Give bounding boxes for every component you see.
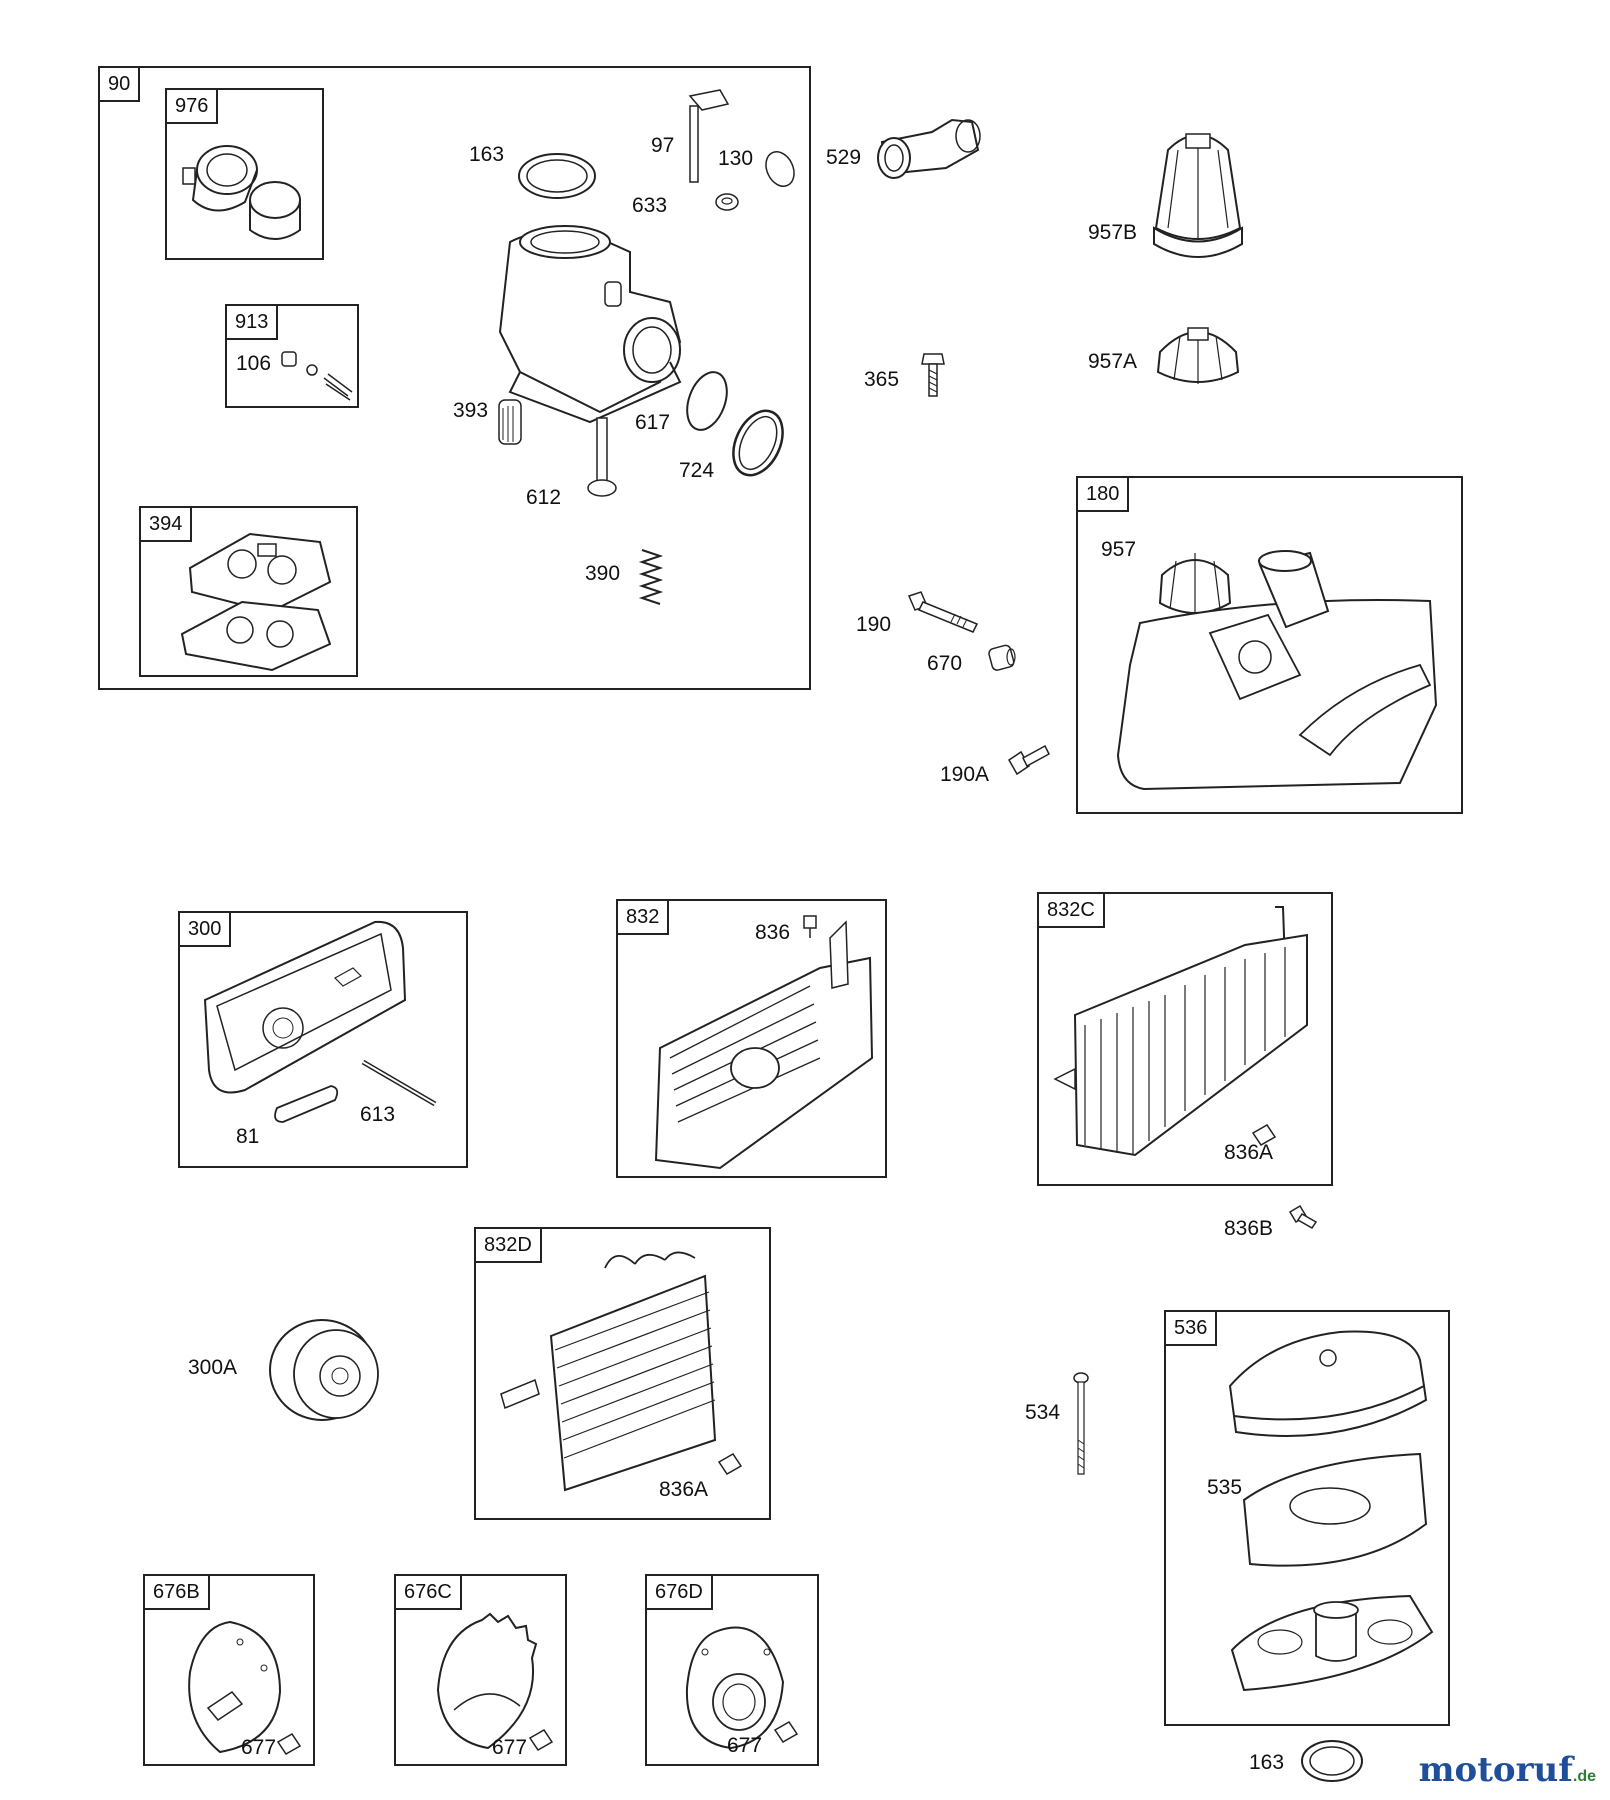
o-ring-drawing[interactable] (515, 148, 600, 203)
muffler-300-drawing[interactable] (195, 920, 465, 1145)
fuel-cap-957B-drawing[interactable] (1148, 120, 1248, 270)
part-label-670: 670 (927, 652, 963, 675)
assembly-box-676B[interactable]: 676B (143, 1574, 315, 1766)
assembly-box-676D[interactable]: 676D (645, 1574, 819, 1766)
carburetor-body-drawing[interactable] (480, 222, 700, 422)
screw-534-drawing[interactable] (1066, 1370, 1096, 1478)
muffler-300A-drawing[interactable] (258, 1310, 388, 1430)
part-label-390: 390 (585, 562, 621, 585)
motoruf-watermark: motoruf.de (1419, 1750, 1596, 1790)
part-label-612: 612 (526, 486, 562, 509)
needle-valve-drawing[interactable] (280, 348, 355, 406)
part-label-613: 613 (360, 1103, 396, 1126)
assembly-box-832[interactable]: 832 (616, 899, 887, 1178)
part-label-365: 365 (864, 368, 900, 391)
muffler-guard-832-drawing[interactable] (620, 908, 885, 1173)
part-label-957B: 957B (1088, 221, 1138, 244)
fuel-cap-957A-drawing[interactable] (1150, 312, 1245, 392)
assembly-label-676C: 676C (396, 1576, 462, 1610)
part-label-836B: 836B (1224, 1217, 1274, 1240)
deflector-676C-drawing[interactable] (428, 1610, 558, 1760)
assembly-label-300: 300 (180, 913, 232, 947)
assembly-label-676B: 676B (145, 1576, 210, 1610)
fuel-tank-drawing[interactable] (1100, 505, 1455, 805)
part-label-393: 393 (453, 399, 489, 422)
screw-365-drawing[interactable] (918, 350, 948, 400)
part-label-163: 163 (469, 143, 505, 166)
assembly-label-394: 394 (141, 508, 193, 542)
assembly-box-676C[interactable]: 676C (394, 1574, 567, 1766)
assembly-label-913: 913 (227, 306, 279, 340)
assembly-box-832C[interactable]: 832C (1037, 892, 1333, 1186)
part-label-633: 633 (632, 194, 668, 217)
part-label-535: 535 (1207, 1476, 1243, 1499)
part-label-836A-c: 836A (1224, 1141, 1274, 1164)
part-label-97: 97 (651, 134, 675, 157)
assembly-box-832D[interactable]: 832D (474, 1227, 771, 1520)
screw-836B-drawing[interactable] (1286, 1202, 1318, 1230)
o-ring-163-drawing[interactable] (1298, 1737, 1368, 1787)
bolt-190-drawing[interactable] (905, 588, 980, 636)
part-label-190: 190 (856, 613, 892, 636)
assembly-box-913[interactable]: 913 (225, 304, 359, 408)
part-label-300A: 300A (188, 1356, 238, 1379)
deflector-676B-drawing[interactable] (180, 1612, 305, 1762)
jet-drawing[interactable] (494, 396, 526, 451)
assembly-box-536[interactable]: 536 (1164, 1310, 1450, 1726)
muffler-guard-832C-drawing[interactable] (1045, 905, 1330, 1175)
watermark-text: motoruf (1418, 1750, 1573, 1790)
assembly-label-832D: 832D (476, 1229, 542, 1263)
seal-drawing[interactable] (712, 190, 742, 215)
assembly-label-976: 976 (167, 90, 219, 124)
part-label-836: 836 (755, 921, 791, 944)
part-label-677-d: 677 (727, 1734, 763, 1757)
assembly-label-832C: 832C (1039, 894, 1105, 928)
assembly-box-394[interactable]: 394 (139, 506, 358, 677)
spring-390-drawing[interactable] (638, 546, 664, 610)
assembly-label-90: 90 (100, 68, 141, 102)
assembly-label-536: 536 (1166, 1312, 1218, 1346)
assembly-label-676D: 676D (647, 1576, 713, 1610)
assembly-box-90[interactable]: 90 (98, 66, 811, 690)
part-label-106: 106 (236, 352, 272, 375)
throttle-plate-drawing[interactable] (760, 148, 800, 190)
assembly-box-300[interactable]: 300 (178, 911, 468, 1168)
gasket-617-drawing[interactable] (682, 366, 732, 436)
elbow-529-drawing[interactable] (872, 112, 987, 182)
assembly-label-832: 832 (618, 901, 670, 935)
part-label-163-b: 163 (1249, 1751, 1285, 1774)
throttle-shaft-drawing[interactable] (680, 86, 735, 186)
adapter-tube-drawing[interactable] (175, 130, 325, 250)
assembly-box-976[interactable]: 976 (165, 88, 324, 260)
part-label-529: 529 (826, 146, 862, 169)
part-label-190A: 190A (940, 763, 990, 786)
assembly-box-180[interactable]: 180 (1076, 476, 1463, 814)
part-label-130: 130 (718, 147, 754, 170)
watermark-tld: .de (1572, 1768, 1596, 1785)
bolt-190A-drawing[interactable] (1005, 740, 1050, 785)
gasket-set-drawing[interactable] (170, 512, 355, 672)
muffler-guard-832D-drawing[interactable] (495, 1240, 770, 1500)
part-label-724: 724 (679, 459, 715, 482)
part-label-957A: 957A (1088, 350, 1138, 373)
part-label-957: 957 (1101, 538, 1137, 561)
part-label-677-b: 677 (241, 1736, 277, 1759)
assembly-label-180: 180 (1078, 478, 1130, 512)
air-cleaner-drawing[interactable] (1220, 1320, 1450, 1720)
bowl-stem-drawing[interactable] (583, 414, 623, 504)
spacer-670-drawing[interactable] (986, 638, 1022, 674)
part-label-677-c: 677 (492, 1736, 528, 1759)
part-label-836A-d: 836A (659, 1478, 709, 1501)
deflector-676D-drawing[interactable] (675, 1612, 815, 1762)
part-label-534: 534 (1025, 1401, 1061, 1424)
part-label-617: 617 (635, 411, 671, 434)
ring-724-drawing[interactable] (727, 403, 789, 483)
part-label-81: 81 (236, 1125, 260, 1148)
